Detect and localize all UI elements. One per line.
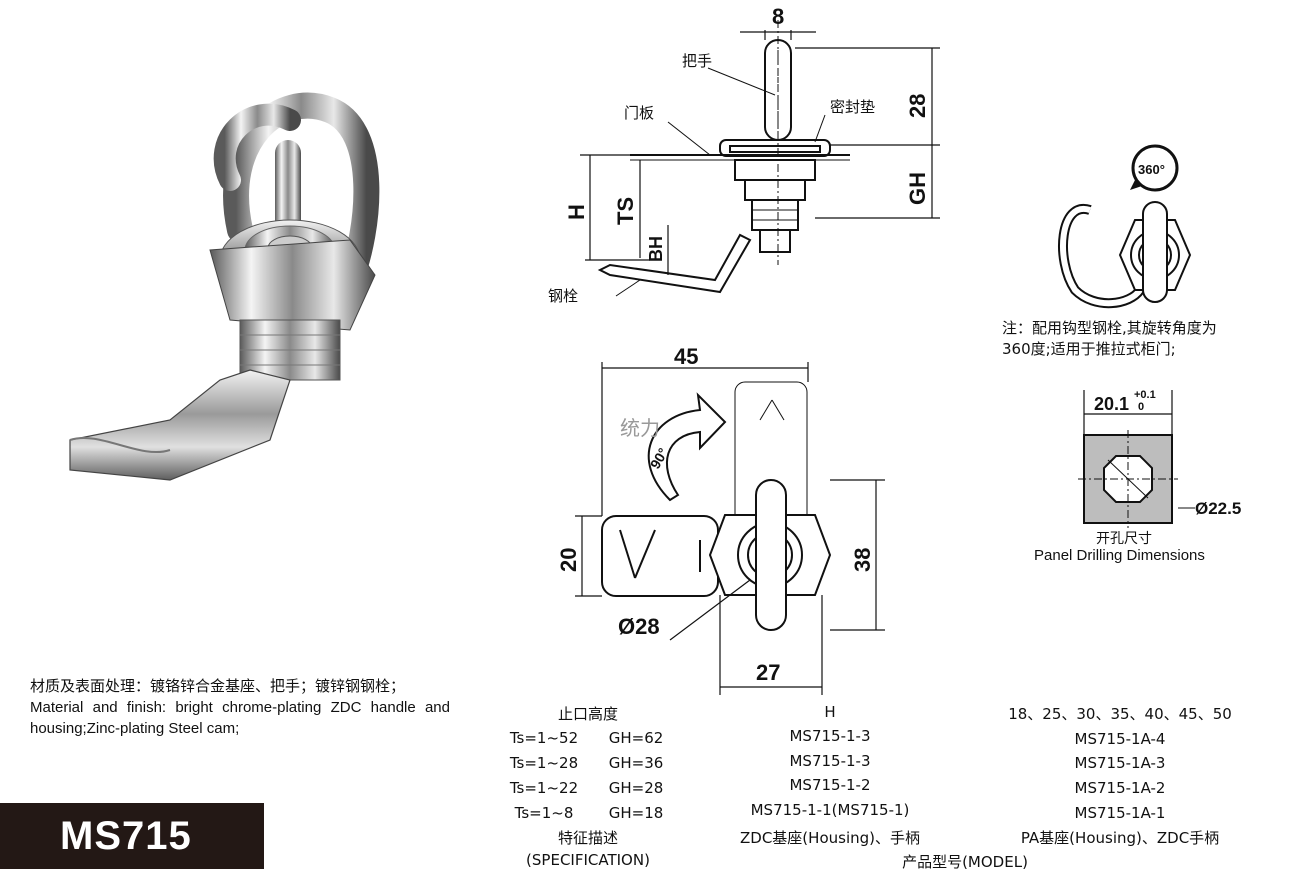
- drilling-title-en: Panel Drilling Dimensions: [1034, 547, 1205, 564]
- row2-m2: MS715-1A-3: [1074, 754, 1166, 772]
- dim-45: 45: [674, 344, 698, 369]
- row4-m1: MS715-1-1(MS715-1): [750, 801, 910, 819]
- row4-gh: GH=18: [608, 804, 664, 822]
- col2-header: H: [824, 703, 836, 721]
- dim-h: H: [564, 204, 589, 220]
- feature-cn: 特征描述: [557, 829, 619, 847]
- dim-bh: BH: [646, 236, 666, 262]
- row3-m1: MS715-1-2: [789, 776, 871, 794]
- drilling-drawing: 20.1 +0.1 0 Ø22.5: [1078, 389, 1241, 528]
- row1-gh: GH=62: [608, 729, 664, 747]
- dim-tol-plus: +0.1: [1134, 389, 1156, 401]
- rotation-arrow-icon: [647, 392, 727, 502]
- row3-ts: Ts=1~22: [509, 779, 579, 797]
- feature-en: (SPECIFICATION): [526, 851, 650, 869]
- label-seal: 密封垫: [830, 98, 875, 116]
- row3-gh: GH=28: [608, 779, 664, 797]
- dim-d28: Ø28: [618, 614, 660, 639]
- dim-d22-5: Ø22.5: [1195, 499, 1241, 518]
- product-photo: [69, 92, 380, 481]
- spec-table: 止口高度 H 18、25、30、35、40、45、50 Ts=1~52 GH=6…: [480, 703, 1280, 869]
- rotation-360-label: 360°: [1138, 162, 1165, 177]
- dim-28: 28: [905, 94, 930, 118]
- label-door-panel: 门板: [624, 104, 654, 122]
- row2-gh: GH=36: [608, 754, 664, 772]
- row1-m2: MS715-1A-4: [1074, 730, 1166, 748]
- row1-ts: Ts=1~52: [509, 729, 579, 747]
- model-badge: MS715: [0, 803, 264, 869]
- material-cn: 材质及表面处理：镀铬锌合金基座、把手；镀锌钢钢栓；: [30, 677, 406, 695]
- dim-tol-zero: 0: [1138, 401, 1144, 413]
- rotation-view-drawing: 360°: [1058, 144, 1192, 309]
- note-line-2: 360度;适用于推拉式柜门;: [1002, 340, 1176, 358]
- note: 注：配用钩型钢栓,其旋转角度为 360度;适用于推拉式柜门;: [1002, 318, 1282, 360]
- col1-header: 止口高度: [557, 705, 619, 723]
- drilling-title-cn: 开孔尺寸: [1096, 531, 1152, 547]
- row4-ts: Ts=1~8: [514, 804, 574, 822]
- label-handle: 把手: [682, 52, 712, 70]
- dim-20-1: 20.1: [1094, 394, 1129, 414]
- note-line-1: 注：配用钩型钢栓,其旋转角度为: [1002, 319, 1217, 337]
- housing-zdc: ZDC基座(Housing)、手柄: [740, 829, 920, 847]
- dim-ts: TS: [613, 197, 638, 225]
- rotate-360-icon: [1130, 144, 1179, 192]
- front-view-drawing: 90° 统力 45 20 38 Ø28 27: [556, 344, 885, 695]
- watermark: 统力: [620, 417, 660, 440]
- model-label: 产品型号(MODEL): [902, 853, 1028, 869]
- row1-m1: MS715-1-3: [789, 727, 871, 745]
- dim-gh: GH: [905, 172, 930, 205]
- col3-header: 18、25、30、35、40、45、50: [1008, 705, 1232, 723]
- row2-m1: MS715-1-3: [789, 752, 871, 770]
- row3-m2: MS715-1A-2: [1074, 779, 1166, 797]
- row4-m2: MS715-1A-1: [1074, 804, 1166, 822]
- material-description: 材质及表面处理：镀铬锌合金基座、把手；镀锌钢钢栓； Material and f…: [30, 676, 450, 739]
- dim-27: 27: [756, 660, 780, 685]
- dim-8: 8: [772, 4, 784, 29]
- side-view-drawing: 8 28 GH H TS BH 把手 密封垫 门板 钢栓: [548, 4, 940, 305]
- material-en: Material and finish: bright chrome-plati…: [30, 699, 450, 737]
- housing-pa: PA基座(Housing)、ZDC手柄: [1020, 829, 1220, 847]
- label-steel-cam: 钢栓: [548, 287, 578, 305]
- row2-ts: Ts=1~28: [509, 754, 579, 772]
- dim-38: 38: [850, 548, 875, 572]
- dim-20: 20: [556, 548, 581, 572]
